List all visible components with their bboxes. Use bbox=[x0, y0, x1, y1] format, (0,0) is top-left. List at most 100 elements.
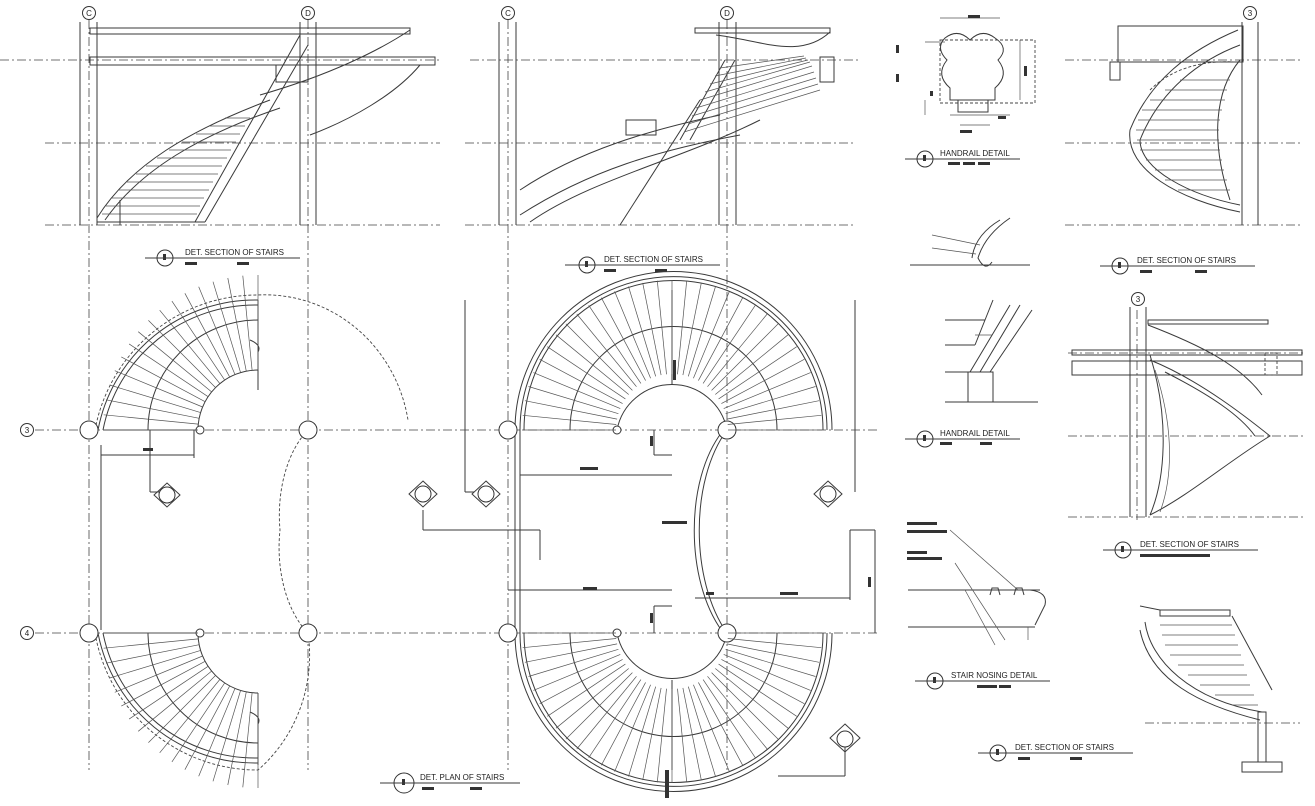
grid-label-d: D bbox=[305, 9, 311, 18]
stair-tread-line bbox=[702, 679, 756, 758]
stair-tread-line bbox=[547, 346, 626, 400]
plan-title: DET. PLAN OF STAIRS bbox=[380, 772, 520, 794]
handrail-scroll-detail bbox=[910, 217, 1030, 267]
stair-tread-line bbox=[121, 660, 206, 707]
plan-title-text: DET. PLAN OF STAIRS bbox=[420, 773, 504, 782]
grid-label-c: C bbox=[505, 9, 511, 18]
grid-bubbles: C D C D 3 3 3 4 bbox=[20, 6, 1257, 640]
stair-tread-line bbox=[698, 297, 744, 381]
plan-columns bbox=[79, 420, 737, 643]
stair-tread-line bbox=[721, 659, 805, 705]
grid-label-3: 3 bbox=[1136, 295, 1141, 304]
stair-tread-line bbox=[539, 659, 623, 705]
stair-tread-line bbox=[718, 663, 797, 717]
stair-nosing-drawing bbox=[907, 522, 1046, 646]
stair-tread-line bbox=[725, 386, 816, 415]
stair-tread-line bbox=[109, 384, 201, 413]
grid-label-3: 3 bbox=[1248, 9, 1253, 18]
stair-tread-line bbox=[614, 684, 651, 772]
stair-tread-line bbox=[687, 686, 716, 777]
stair-tread-line bbox=[227, 277, 247, 372]
section-3-drawing bbox=[1109, 25, 1244, 213]
stair-tread-line bbox=[227, 691, 247, 786]
stair-tread-line bbox=[105, 644, 200, 664]
handrail-detail-2-drawing bbox=[945, 299, 1038, 403]
stair-tread-line bbox=[212, 281, 241, 373]
plan-left-stair bbox=[94, 294, 409, 771]
stair-tread-line bbox=[212, 690, 241, 782]
section-4-title-text: DET. SECTION OF STAIRS bbox=[1140, 540, 1239, 549]
stair-tread-line bbox=[528, 648, 619, 677]
stair-tread-line bbox=[524, 400, 618, 420]
stair-tread-line bbox=[727, 414, 822, 425]
stair-tread-line bbox=[693, 684, 730, 772]
stair-tread-line bbox=[588, 679, 642, 758]
stair-tread-line bbox=[522, 414, 617, 425]
handrail-detail-2-title-text: HANDRAIL DETAIL bbox=[940, 429, 1010, 438]
stair-tread-line bbox=[159, 679, 221, 754]
section-3-title-text: DET. SECTION OF STAIRS bbox=[1137, 256, 1236, 265]
stair-tread-line bbox=[137, 670, 212, 732]
stair-tread-line bbox=[522, 638, 617, 649]
stair-tread-line bbox=[711, 672, 779, 740]
stair-tread-line bbox=[723, 654, 811, 691]
stair-tread-line bbox=[727, 638, 822, 649]
section-2-drawing bbox=[519, 27, 835, 226]
stair-tread-line bbox=[242, 275, 253, 371]
stair-tread-line bbox=[103, 638, 199, 649]
stair-tread-line bbox=[682, 687, 702, 781]
handrail-detail-2-title: HANDRAIL DETAIL bbox=[905, 429, 1020, 448]
stair-tread-line bbox=[600, 682, 646, 766]
stair-tread-line bbox=[588, 305, 642, 384]
stair-tread-line bbox=[171, 300, 225, 381]
handrail-detail-1-title-text: HANDRAIL DETAIL bbox=[940, 149, 1010, 158]
grid-label-d: D bbox=[724, 9, 730, 18]
stair-tread-line bbox=[555, 668, 629, 729]
stair-tread-line bbox=[198, 688, 236, 777]
section-2-title: DET. SECTION OF STAIRS bbox=[565, 255, 720, 274]
stair-tread-line bbox=[726, 643, 820, 663]
section-1-title: DET. SECTION OF STAIRS bbox=[145, 248, 300, 267]
stair-tread-line bbox=[715, 668, 789, 729]
stair-tread-line bbox=[242, 692, 253, 788]
stair-tread-line bbox=[600, 297, 646, 381]
stair-tread-line bbox=[524, 643, 618, 663]
stair-tread-line bbox=[128, 666, 209, 720]
section-1-drawing bbox=[89, 27, 436, 225]
stair-tread-line bbox=[539, 358, 623, 404]
stair-tread-line bbox=[128, 343, 209, 397]
stair-tread-line bbox=[677, 688, 688, 783]
stair-tread-line bbox=[721, 358, 805, 404]
stair-tread-line bbox=[628, 686, 657, 777]
stair-tread-line bbox=[576, 676, 637, 750]
stair-tread-line bbox=[723, 372, 811, 409]
stair-tread-line bbox=[109, 650, 201, 679]
stair-tread-line bbox=[707, 676, 768, 750]
handrail-detail-1-drawing bbox=[896, 15, 1036, 133]
stair-tread-line bbox=[677, 280, 688, 375]
stair-tread-line bbox=[105, 399, 200, 419]
grid-label-3: 3 bbox=[25, 426, 30, 435]
stair-tread-line bbox=[614, 291, 651, 379]
stair-tread-line bbox=[711, 323, 779, 391]
stair-tread-line bbox=[565, 672, 633, 740]
section-1-title-text: DET. SECTION OF STAIRS bbox=[185, 248, 284, 257]
stair-tread-line bbox=[121, 356, 206, 403]
stair-tread-line bbox=[184, 293, 231, 378]
stair-tread-line bbox=[171, 682, 225, 763]
stair-tread-line bbox=[533, 654, 621, 691]
plan-centre-stair bbox=[514, 271, 833, 798]
stair-tread-line bbox=[698, 682, 744, 766]
stair-tread-line bbox=[687, 286, 716, 377]
stair-tread-line bbox=[715, 334, 789, 395]
column-outlines bbox=[79, 22, 1259, 517]
stair-tread-line bbox=[137, 331, 212, 393]
stair-tread-line bbox=[114, 370, 203, 408]
stair-tread-line bbox=[148, 320, 216, 388]
plan-stair-treads bbox=[103, 275, 822, 788]
section-4-title: DET. SECTION OF STAIRS bbox=[1103, 540, 1258, 559]
stair-tread-line bbox=[725, 648, 816, 677]
section-2-title-text: DET. SECTION OF STAIRS bbox=[604, 255, 703, 264]
stair-tread-line bbox=[656, 688, 667, 783]
